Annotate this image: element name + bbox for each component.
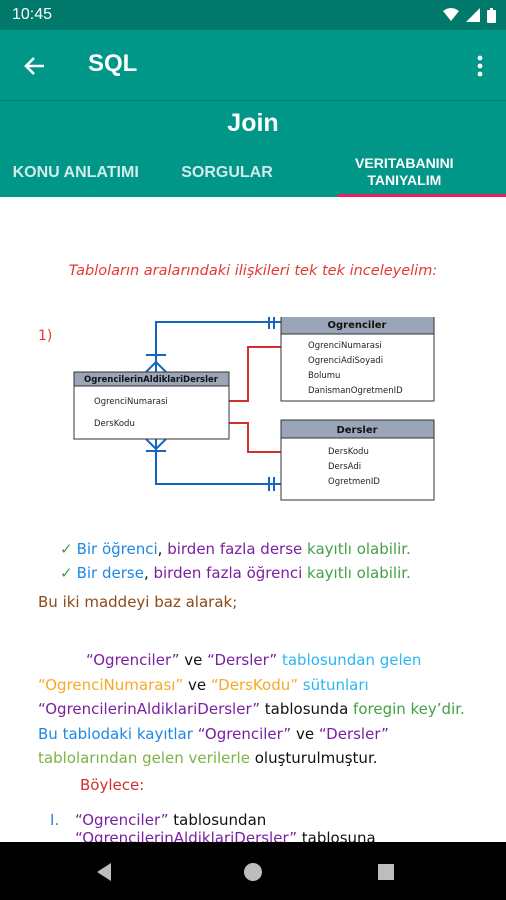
arrow-back-icon (24, 57, 44, 75)
para-span: “Dersler” (318, 724, 389, 743)
bullet-item: ✓Bir derse, birden fazla öğrenci kayıtlı… (60, 561, 411, 585)
para-span: oluşturulmuştur. (249, 749, 378, 767)
para-span: Bu tablodaki kayıtlar (38, 724, 198, 743)
nav-back-button[interactable] (92, 860, 116, 884)
app-bar-divider (0, 100, 506, 101)
para-span: sütunları (298, 675, 369, 694)
nav-back-icon (97, 863, 111, 881)
para-span: “Ogrenciler” (197, 724, 292, 743)
explanation-paragraph: “Ogrenciler” ve “Dersler” tablosundan ge… (38, 648, 478, 771)
para-span: “OgrenciNumarası” (38, 675, 184, 694)
content-area[interactable]: Tabloların aralarındaki ilişkileri tek t… (0, 197, 506, 842)
bullet-list: ✓Bir öğrenci, birden fazla derse kayıtlı… (60, 537, 411, 585)
system-nav-bar (0, 842, 506, 900)
para-span: “DersKodu” (210, 675, 298, 694)
nav-home-button[interactable] (241, 860, 265, 884)
table-dersler: Dersler DersKodu DersAdi OgretmenID (280, 419, 435, 501)
table-ogrenciler: Ogrenciler OgrenciNumarasi OgrenciAdiSoy… (280, 317, 435, 402)
app-bar: SQL (0, 30, 506, 100)
table-field: DersAdi (328, 462, 361, 472)
tab-bar: KONU ANLATIMI SORGULAR VERITABANINI TANI… (0, 147, 506, 197)
list-item: I. “Ogrenciler” tablosundan (50, 808, 266, 832)
para-line: Bu tablodaki kayıtlar “Ogrenciler” ve “D… (38, 722, 478, 747)
table-field: OgrenciAdiSoyadi (308, 356, 383, 366)
list-span: tablosundan (168, 811, 267, 829)
tab-veritabanini-taniyalim[interactable]: VERITABANINI TANIYALIM (355, 155, 454, 188)
signal-icon (466, 8, 480, 22)
para-span: tablosundan gelen (277, 651, 422, 669)
para-line: “Ogrenciler” ve “Dersler” tablosundan ge… (38, 648, 478, 673)
wifi-icon (443, 8, 459, 21)
tab-indicator (338, 194, 506, 197)
bullet-object: birden fazla öğrenci (153, 564, 303, 582)
nav-recents-icon (378, 864, 394, 880)
list-number: I. (50, 811, 60, 829)
para-span: tablolarından gelen verilerle (38, 749, 250, 767)
table-dersler-title: Dersler (336, 425, 377, 436)
table-field: Bolumu (308, 371, 340, 381)
intro-text: Tabloların aralarındaki ilişkileri tek t… (68, 263, 438, 279)
section-title: Join (227, 109, 279, 137)
relationship-diagram: Ogrenciler OgrenciNumarasi OgrenciAdiSoy… (73, 317, 435, 501)
battery-icon (487, 7, 496, 23)
bullet-subject: Bir öğrenci (76, 540, 158, 558)
app-title: SQL (88, 50, 138, 77)
para-span: tablosunda (260, 700, 354, 718)
bullet-predicate: kayıtlı olabilir. (302, 564, 411, 582)
nav-home-icon (244, 863, 262, 881)
bullet-sep: , (143, 564, 154, 582)
table-field: DanismanOgretmenID (308, 386, 403, 396)
bullet-predicate: kayıtlı olabilir. (302, 540, 411, 558)
bullet-item: ✓Bir öğrenci, birden fazla derse kayıtlı… (60, 537, 411, 561)
nav-recents-button[interactable] (374, 860, 398, 884)
boylece-heading: Böylece: (80, 776, 145, 794)
table-join-title: OgrencilerinAldiklariDersler (84, 375, 219, 385)
more-vert-icon (477, 55, 483, 77)
para-line: “OgrenciNumarası” ve “DersKodu” sütunlar… (38, 673, 478, 698)
list-span: “OgrencilerinAldiklariDersler” (75, 829, 298, 842)
para-span: ve (291, 724, 319, 743)
para-line: tablolarından gelen verilerle oluşturulm… (38, 746, 478, 771)
para-span: “Ogrenciler” (86, 651, 180, 669)
tab-konu-anlatimi[interactable]: KONU ANLATIMI (12, 163, 139, 181)
para-span: “OgrencilerinAldiklariDersler” (38, 700, 261, 718)
overflow-menu-button[interactable] (468, 50, 492, 82)
check-icon: ✓ (60, 540, 73, 558)
para-span: ve (183, 675, 211, 694)
table-ogrenciler-title: Ogrenciler (328, 320, 387, 331)
table-field: DersKodu (328, 447, 369, 457)
section-header: Join KONU ANLATIMI SORGULAR VERITABANINI… (0, 101, 506, 197)
table-field: OgrenciNumarasi (94, 397, 168, 407)
check-icon: ✓ (60, 564, 73, 582)
list-span: tablosuna (297, 829, 376, 842)
table-field: DersKodu (94, 419, 135, 429)
back-button[interactable] (18, 50, 50, 82)
table-ogrencilerin-aldiklari-dersler: OgrencilerinAldiklariDersler OgrenciNuma… (73, 371, 230, 440)
bullet-object: birden fazla derse (167, 540, 303, 558)
list-item-continuation: “OgrencilerinAldiklariDersler” tablosuna (75, 829, 376, 842)
para-span: ve (179, 651, 208, 669)
tab-sorgular[interactable]: SORGULAR (181, 163, 273, 181)
table-field: OgrenciNumarasi (308, 341, 382, 351)
para-span: foregin key’dir. (353, 700, 465, 718)
para-line: “OgrencilerinAldiklariDersler” tablosund… (38, 697, 478, 722)
table-field: OgretmenID (328, 477, 380, 487)
basis-text: Bu iki maddeyi baz alarak; (38, 593, 238, 611)
bullet-sep: , (157, 540, 168, 558)
status-time: 10:45 (12, 6, 53, 23)
diagram-number: 1) (38, 328, 53, 344)
para-span: “Dersler” (207, 651, 278, 669)
bullet-subject: Bir derse (76, 564, 144, 582)
list-span: “Ogrenciler” (75, 811, 169, 829)
status-icons (443, 7, 496, 23)
status-bar: 10:45 (0, 0, 506, 30)
